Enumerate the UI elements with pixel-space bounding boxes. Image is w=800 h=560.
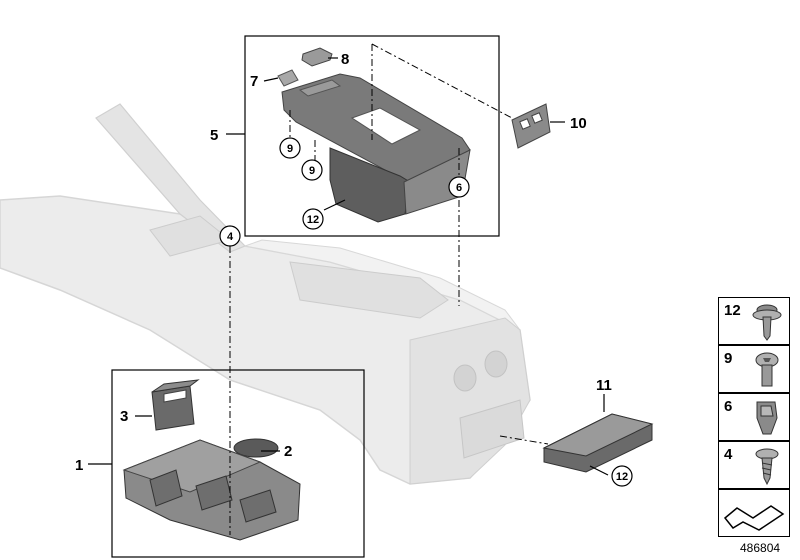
usb-socket-part-10 <box>511 103 551 149</box>
callout-9a: 9 <box>279 137 301 159</box>
legend-item-4: 4 <box>718 441 790 489</box>
callout-12b: 12 <box>611 465 633 487</box>
self-tapping-screw-icon <box>755 448 779 486</box>
callout-12a: 12 <box>302 208 324 230</box>
torx-screw-icon <box>755 352 779 387</box>
callout-5: 5 <box>210 127 218 144</box>
legend-number: 4 <box>724 446 733 463</box>
callout-1: 1 <box>75 457 83 474</box>
clip-nut-icon <box>756 401 778 435</box>
assembly-frame-5 <box>244 35 500 237</box>
tray-insert-part <box>281 73 471 223</box>
svg-text:9: 9 <box>309 165 315 177</box>
storage-box-part-3 <box>151 379 200 431</box>
svg-text:12: 12 <box>616 471 628 483</box>
leader-lines <box>88 57 609 476</box>
callout-11: 11 <box>596 377 612 394</box>
drawer-part-11 <box>542 413 654 473</box>
assembly-lines <box>229 43 549 535</box>
cover-part-8 <box>301 47 333 67</box>
diagram-id: 486804 <box>740 541 781 555</box>
callout-7: 7 <box>250 73 258 90</box>
legend-direction-arrow <box>718 489 790 537</box>
cover-part-7 <box>277 69 299 87</box>
callout-2: 2 <box>284 443 292 460</box>
svg-text:4: 4 <box>227 231 234 243</box>
callout-9b: 9 <box>301 159 323 181</box>
callout-6: 6 <box>448 176 470 198</box>
svg-text:6: 6 <box>456 182 462 194</box>
callout-4: 4 <box>219 225 241 247</box>
direction-arrow-icon <box>723 505 785 531</box>
legend-number: 12 <box>724 302 741 319</box>
svg-text:12: 12 <box>307 214 319 226</box>
svg-text:9: 9 <box>287 143 293 155</box>
legend-number: 6 <box>724 398 733 415</box>
base-tray-part-1 <box>122 439 301 541</box>
disc-part-2 <box>233 438 279 458</box>
legend-item-6: 6 <box>718 393 790 441</box>
legend-item-9: 9 <box>718 345 790 393</box>
legend-number: 9 <box>724 350 733 367</box>
callout-3: 3 <box>120 408 128 425</box>
callout-10: 10 <box>570 115 587 132</box>
callout-8: 8 <box>341 51 349 68</box>
legend-item-12: 12 <box>718 297 790 345</box>
center-console-ghost <box>0 103 531 485</box>
screw-with-washer-icon <box>752 304 782 341</box>
